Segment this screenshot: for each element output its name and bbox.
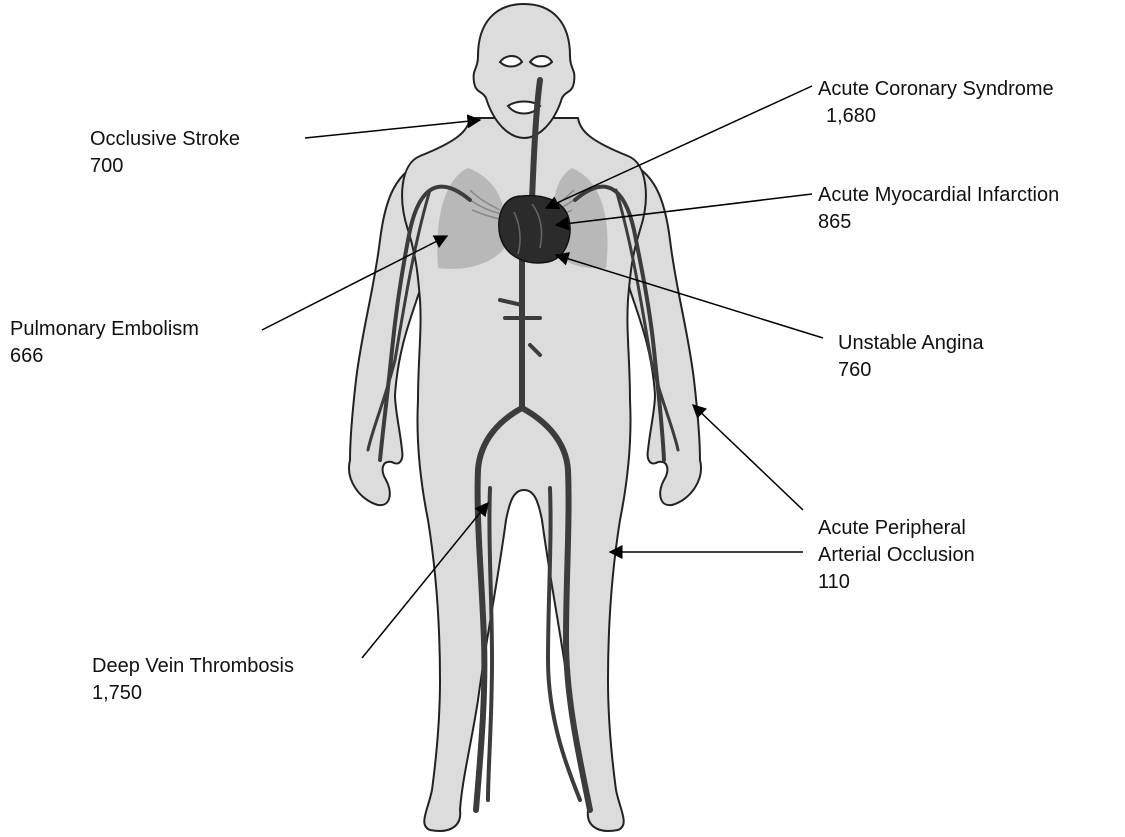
- callout-label-line1: Acute Peripheral: [818, 515, 975, 542]
- callout-acute-peripheral-arterial-occlusion: Acute Peripheral Arterial Occlusion 110: [818, 515, 975, 596]
- callout-acute-myocardial-infarction: Acute Myocardial Infarction 865: [818, 182, 1059, 236]
- callout-label: Acute Coronary Syndrome: [818, 76, 1054, 103]
- callout-label: Acute Myocardial Infarction: [818, 182, 1059, 209]
- callout-label-line2: Arterial Occlusion: [818, 542, 975, 569]
- callout-value: 1,750: [92, 680, 294, 707]
- callout-value: 666: [10, 343, 199, 370]
- right-eye-icon: [530, 56, 552, 67]
- arrow-acute-peripheral-arterial-occlusion-arm: [693, 405, 803, 510]
- callout-pulmonary-embolism: Pulmonary Embolism 666: [10, 316, 199, 370]
- callout-value: 760: [838, 357, 984, 384]
- callout-occlusive-stroke: Occlusive Stroke 700: [90, 126, 240, 180]
- callout-label: Occlusive Stroke: [90, 126, 240, 153]
- callout-value: 865: [818, 209, 1059, 236]
- callout-label: Deep Vein Thrombosis: [92, 653, 294, 680]
- callout-value: 110: [818, 569, 975, 596]
- callout-value: 1,680: [818, 103, 1054, 130]
- callout-label: Unstable Angina: [838, 330, 984, 357]
- arrow-occlusive-stroke: [305, 120, 480, 138]
- callout-label: Pulmonary Embolism: [10, 316, 199, 343]
- callout-unstable-angina: Unstable Angina 760: [838, 330, 984, 384]
- left-eye-icon: [500, 56, 522, 67]
- callout-value: 700: [90, 153, 240, 180]
- callout-acute-coronary-syndrome: Acute Coronary Syndrome 1,680: [818, 76, 1054, 130]
- heart-icon: [499, 196, 570, 263]
- callout-deep-vein-thrombosis: Deep Vein Thrombosis 1,750: [92, 653, 294, 707]
